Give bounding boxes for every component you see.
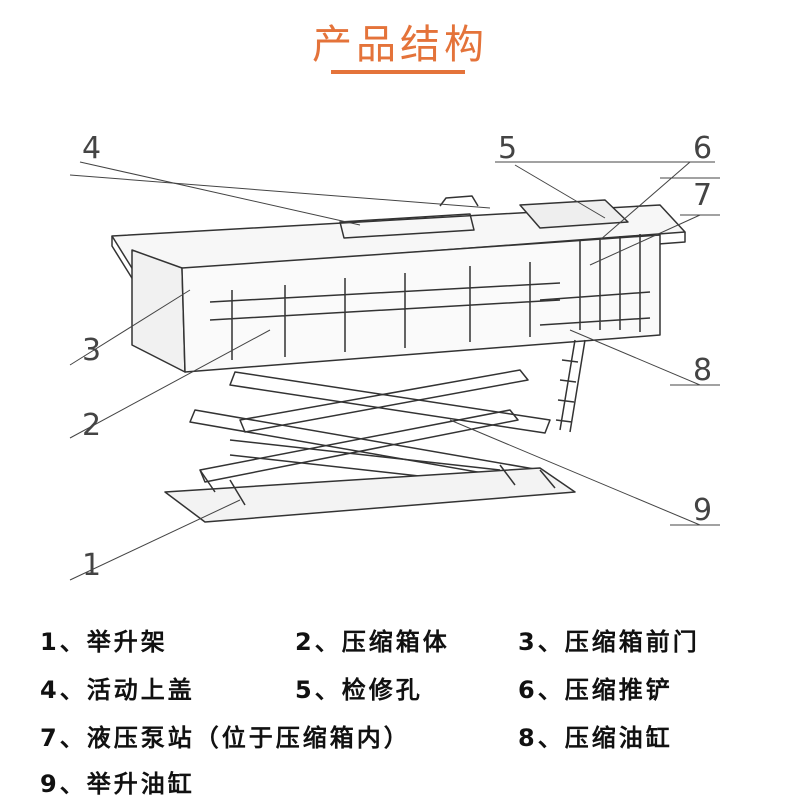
legend-item-4: 4、活动上盖 [40,676,195,704]
legend-item-6: 6、压缩推铲 [518,676,673,704]
legend-item-8: 8、压缩油缸 [518,724,673,752]
callout-8: 8 [693,353,712,388]
compression-box [181,234,661,373]
legend-item-9: 9、举升油缸 [40,770,195,798]
base-frame [164,467,576,523]
legend-item-2: 2、压缩箱体 [295,628,450,656]
legend-item-5: 5、检修孔 [295,676,423,704]
callout-6: 6 [693,131,712,166]
callout-2: 2 [82,408,101,443]
callout-3: 3 [82,333,101,368]
legend-item-7: 7、液压泵站（位于压缩箱内） [40,724,411,752]
callout-9: 9 [693,493,712,528]
callout-5: 5 [498,131,517,166]
callout-7: 7 [693,178,712,213]
front-door [131,249,186,373]
callout-1: 1 [82,548,101,583]
title-underline [331,70,465,74]
callout-4: 4 [82,131,101,166]
legend-item-3: 3、压缩箱前门 [518,628,700,656]
product-structure-drawing: 4 5 6 7 3 8 2 9 1 [69,131,720,583]
scissor-lift [229,371,551,434]
legend-item-1: 1、举升架 [40,628,168,656]
page-title: 产品结构 [312,22,488,68]
maintenance-hatch [519,199,629,229]
